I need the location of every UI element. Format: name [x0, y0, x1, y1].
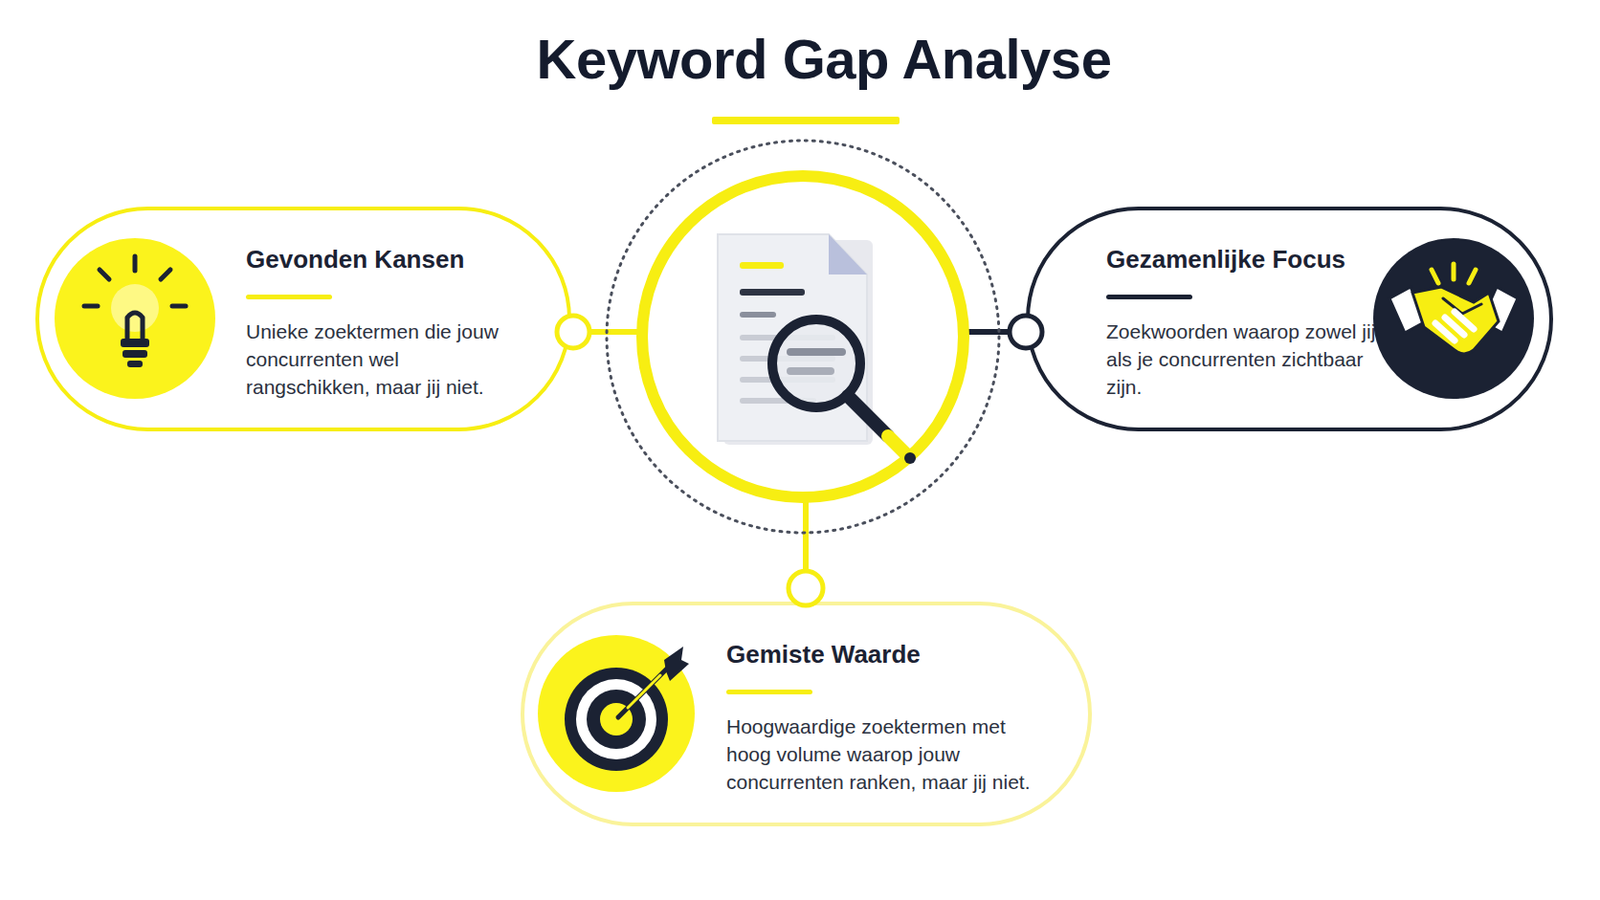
magnifier-icon [772, 319, 916, 465]
pill-heading: Gevonden Kansen [245, 244, 465, 275]
lightbulb-icon [54, 238, 216, 400]
connector-line [573, 329, 644, 335]
dotted-ring [606, 140, 1000, 534]
info-pill: Gezamenlijke FocusZoekwoorden waarop zow… [1025, 206, 1554, 432]
connector-dot [556, 315, 590, 349]
connector-line [802, 497, 809, 589]
connector-dot [788, 571, 823, 606]
title-underline [711, 116, 900, 125]
heading-underline [245, 294, 333, 300]
heading-underline [726, 689, 813, 695]
pill-heading: Gezamenlijke Focus [1106, 244, 1346, 275]
pill-body: Hoogwaardige zoektermen met hoog volume … [726, 712, 1043, 797]
info-pill: Gevonden KansenUnieke zoektermen die jou… [35, 206, 572, 432]
info-pill: Gemiste WaardeHoogwaardige zoektermen me… [520, 601, 1092, 827]
pill-heading: Gemiste Waarde [726, 640, 921, 670]
heading-underline [1106, 294, 1193, 300]
diagram-title: Keyword Gap Analyse [441, 26, 1207, 91]
pill-body: Unieke zoektermen die jouw concurrenten … [245, 317, 503, 401]
document-icon [717, 234, 873, 445]
connector-dot [1009, 315, 1043, 349]
center-ring [642, 176, 964, 498]
connector-line [962, 329, 1026, 335]
target-icon [537, 635, 695, 793]
handshake-icon [1373, 238, 1534, 400]
pill-body: Zoekwoorden waarop zowel jij als je conc… [1106, 317, 1377, 401]
